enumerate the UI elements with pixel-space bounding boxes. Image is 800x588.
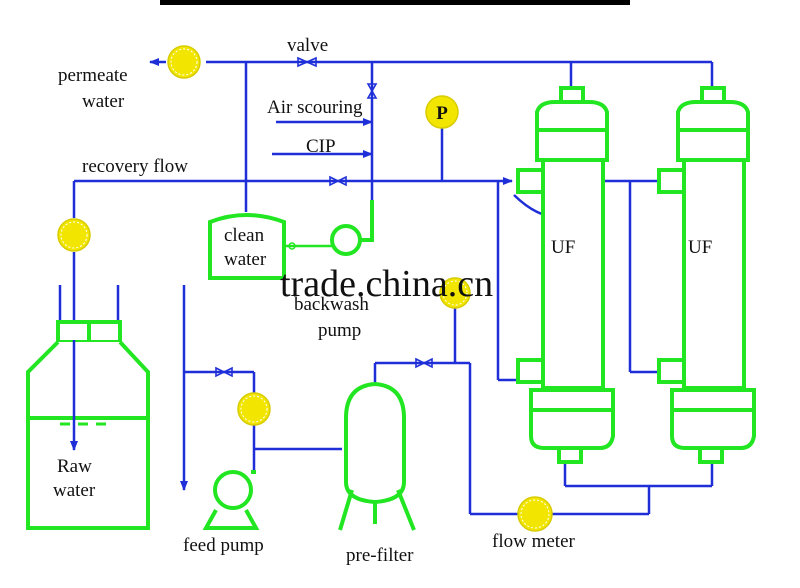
clean-water-label-2: water — [224, 249, 267, 270]
permeate-water-label-1: permeate — [58, 65, 128, 86]
cip-label: CIP — [306, 136, 336, 157]
uf-1-label: UF — [551, 237, 575, 258]
clean-water-label-1: clean — [224, 225, 265, 246]
pressure-gauge-icon: P — [425, 95, 459, 129]
pre-filter-label: pre-filter — [346, 545, 414, 566]
pressure-gauge-label: P — [436, 103, 448, 124]
feed-pump-icon — [202, 470, 260, 530]
valve-icon — [297, 56, 317, 68]
flow-meter-icon — [167, 45, 201, 79]
valve-icon — [366, 83, 378, 99]
uf-2-label: UF — [688, 237, 712, 258]
flow-meter-label: flow meter — [492, 531, 576, 552]
watermark: trade.china.cn — [280, 263, 493, 305]
valve-icon — [329, 175, 347, 187]
permeate-water-label-2: water — [82, 91, 125, 112]
valve-icon — [415, 357, 433, 369]
pre-filter-icon — [338, 381, 416, 531]
backwash-pump-label-1: backwash — [294, 294, 369, 315]
uf-module-2 — [657, 86, 756, 464]
labels: valve permeate water Air scouring CIP re… — [53, 35, 712, 566]
raw-water-label-2: water — [53, 480, 96, 501]
backwash-pump-label-2: pump — [318, 320, 361, 341]
feed-pump-label: feed pump — [183, 535, 264, 556]
pipe-network — [58, 58, 714, 516]
flow-meter-icon — [57, 218, 91, 252]
uf-module-1 — [516, 86, 615, 464]
valve-label: valve — [287, 35, 328, 56]
recovery-flow-label: recovery flow — [82, 156, 188, 177]
backwash-pump-icon — [286, 200, 374, 256]
raw-water-tank — [26, 320, 150, 530]
flow-meter-icon — [439, 277, 471, 309]
valve-icon — [215, 366, 233, 378]
flow-meter-icon — [237, 392, 271, 426]
clean-water-tank — [208, 213, 286, 280]
raw-water-label-1: Raw — [57, 456, 92, 477]
title-fragment — [160, 0, 630, 5]
air-scouring-label: Air scouring — [267, 97, 363, 118]
flow-meter-icon — [517, 496, 553, 532]
